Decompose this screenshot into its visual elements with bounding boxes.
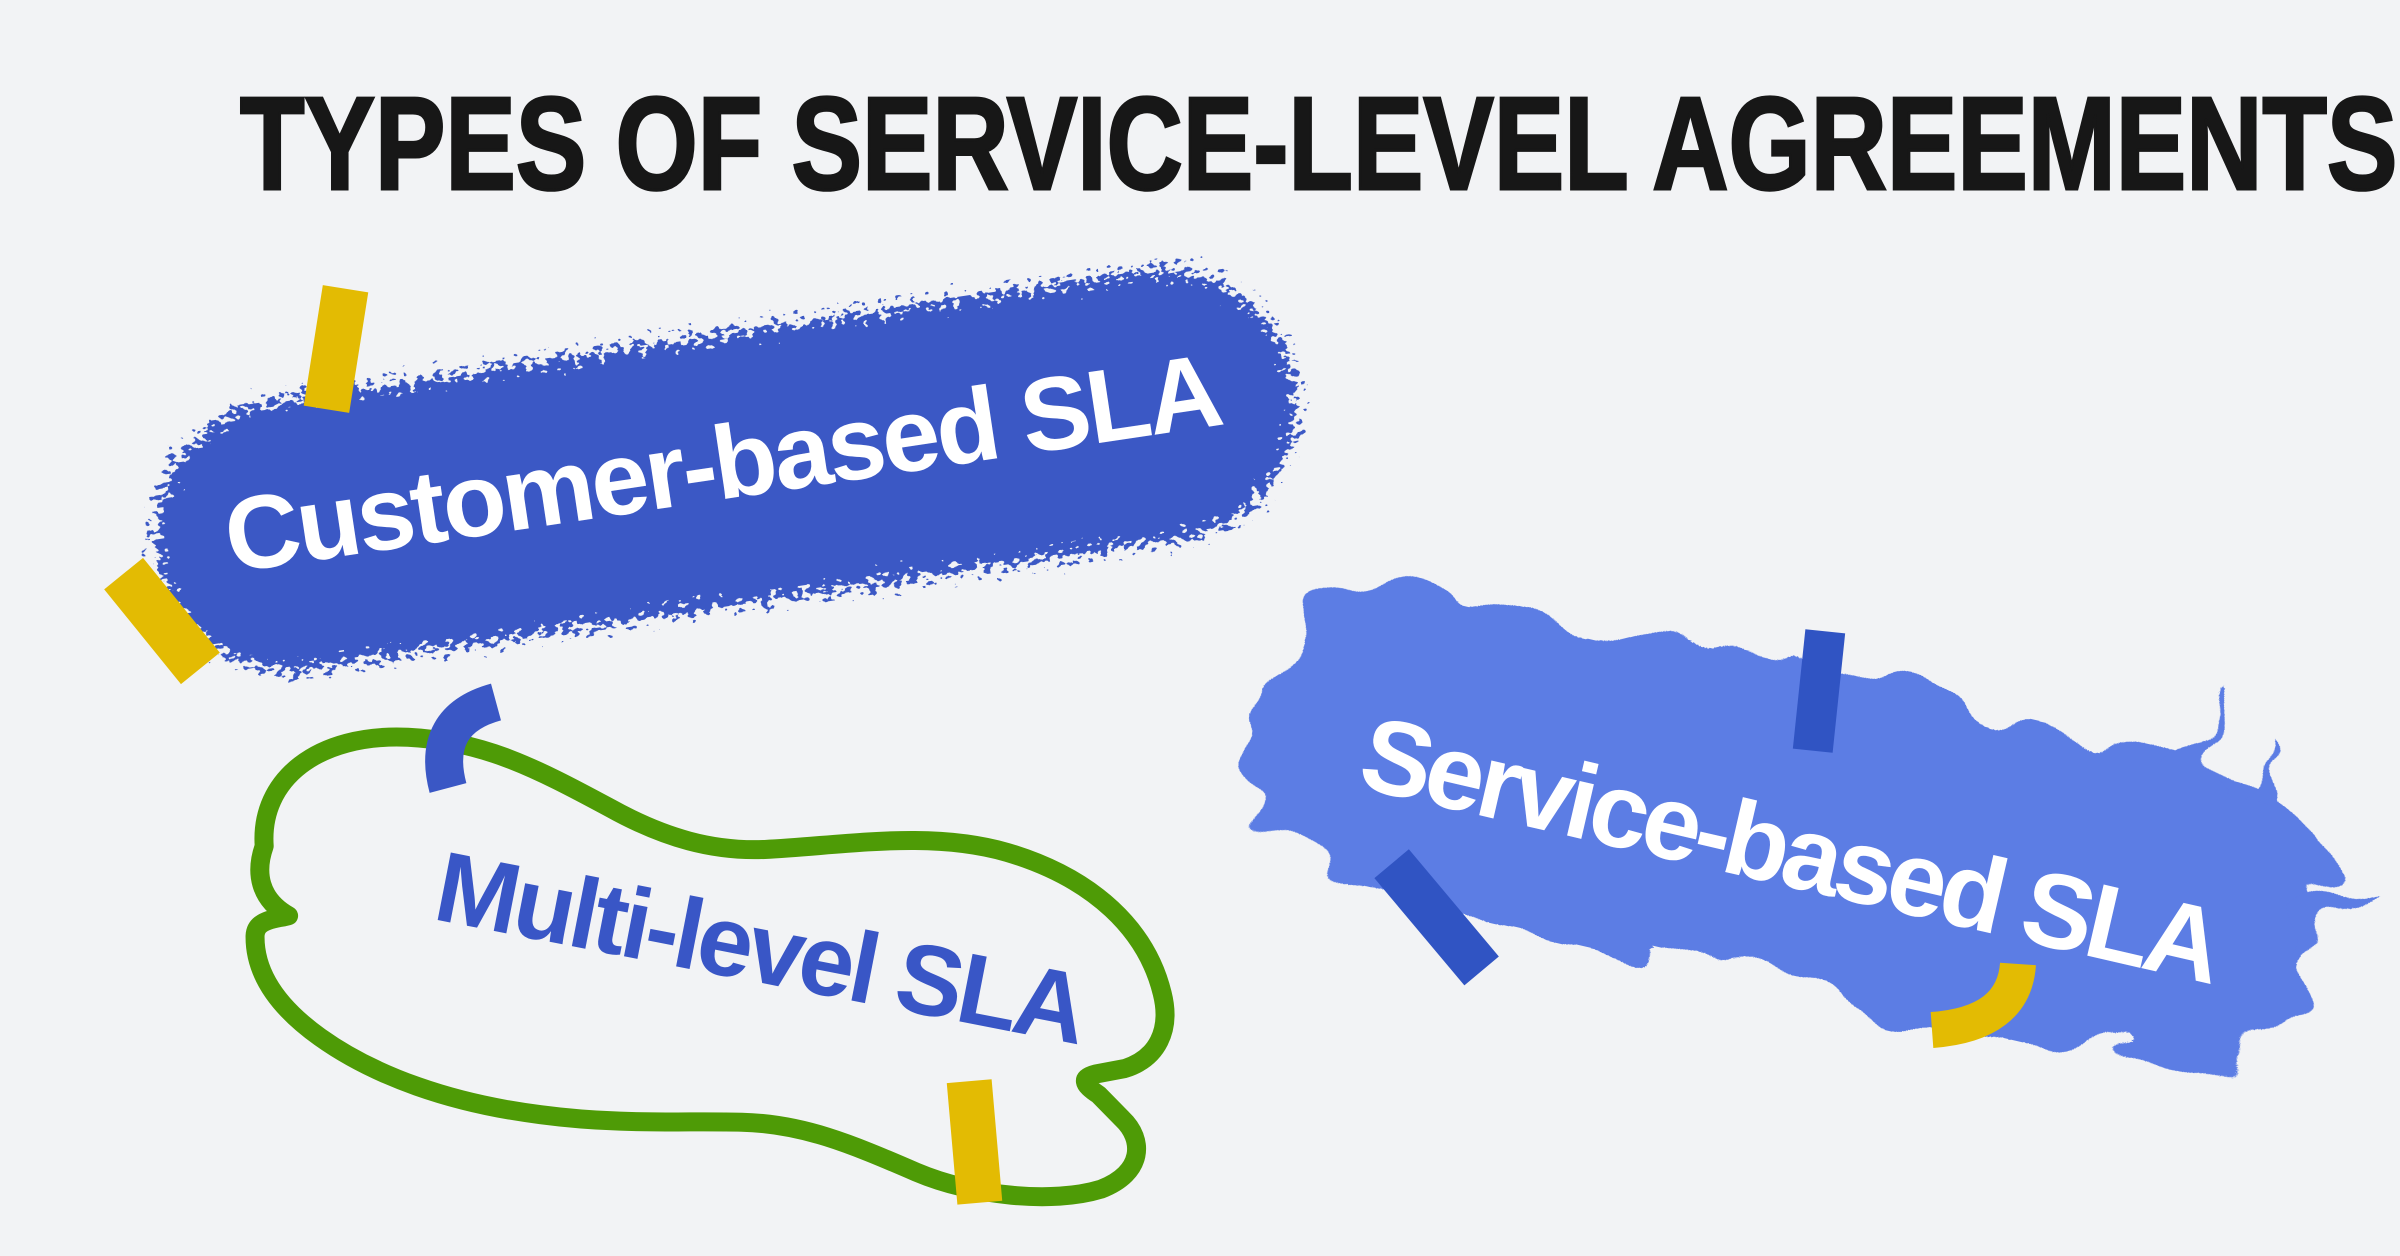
yellow-tape-left bbox=[104, 557, 220, 685]
blue-tape-top bbox=[1792, 629, 1846, 753]
service-blob-spike bbox=[2235, 740, 2287, 822]
multi-cloud-outline bbox=[245, 727, 1175, 1207]
page-title: TYPES OF SERVICE-LEVEL AGREEMENTS bbox=[239, 70, 2399, 217]
blue-arc-decoration bbox=[425, 683, 502, 793]
service-blob-spike bbox=[2294, 892, 2370, 970]
service-blob-shape bbox=[1249, 579, 2323, 1067]
yellow-arc-decoration bbox=[1930, 961, 2036, 1048]
service-blob bbox=[1249, 579, 2370, 1067]
yellow-tape-bottom bbox=[946, 1079, 1003, 1205]
customer-blob bbox=[155, 269, 1297, 671]
service-blob-spike bbox=[2168, 708, 2222, 798]
yellow-tape-top bbox=[303, 285, 369, 413]
customer-blob-shape bbox=[155, 269, 1297, 671]
blue-tape-left bbox=[1374, 849, 1499, 986]
